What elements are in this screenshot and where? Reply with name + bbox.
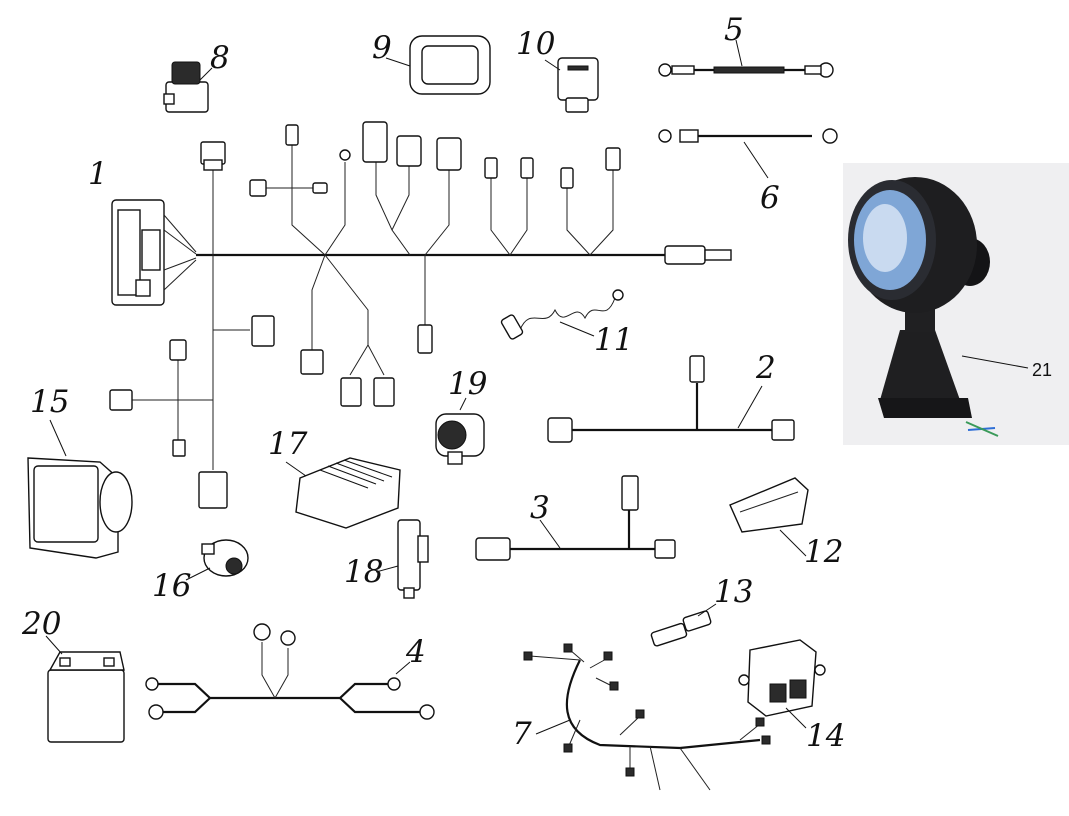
part-4-battery-cable	[145, 623, 435, 720]
callout-11: 11	[594, 322, 633, 358]
part-8-relay	[163, 61, 213, 113]
callout-20: 20	[21, 606, 61, 642]
callout-18: 18	[344, 554, 383, 590]
part-18-sensor	[375, 519, 429, 599]
callout-14: 14	[806, 718, 845, 754]
part-13-oxygen-sensor	[650, 603, 717, 647]
part-19-power-outlet	[435, 397, 485, 465]
callout-10: 10	[516, 26, 555, 62]
part-10-sensor-module	[544, 57, 599, 113]
part-9-display-frame	[385, 35, 491, 95]
callout-16: 16	[152, 568, 191, 604]
part-17-voltage-regulator	[285, 457, 401, 529]
main-wiring-harness	[109, 121, 732, 509]
callout-2: 2	[755, 350, 776, 386]
callout-13: 13	[714, 574, 753, 610]
part-3-harness	[475, 475, 676, 561]
callout-1: 1	[88, 156, 108, 192]
part-7-engine-harness	[523, 643, 771, 791]
part-20-battery	[45, 635, 125, 743]
callout-6: 6	[760, 180, 780, 216]
part-12-lamp-lens	[729, 477, 809, 557]
callout-19: 19	[448, 366, 487, 402]
part-16-ignition-switch	[185, 539, 249, 581]
callout-8: 8	[210, 40, 230, 76]
callout-3: 3	[530, 490, 550, 526]
part-2-harness	[547, 355, 795, 443]
callout-labels: 1 2 3 4 5 6 7 8 9 10 11 12 13 14 15 16 1…	[21, 12, 1052, 754]
callout-9: 9	[372, 30, 392, 66]
part-11-coil-cord	[500, 289, 624, 340]
callout-5: 5	[724, 12, 744, 48]
callout-7: 7	[512, 716, 532, 752]
part-14-ecu	[738, 639, 826, 729]
part-6-cable	[658, 128, 838, 179]
callout-15: 15	[30, 384, 69, 420]
part-15-headlight	[27, 419, 133, 559]
part-5-cable	[658, 39, 834, 78]
callout-21: 21	[1032, 360, 1052, 380]
callout-4: 4	[405, 634, 426, 670]
part-21-lamp-photo	[843, 163, 1069, 445]
callout-17: 17	[268, 426, 308, 462]
callout-12: 12	[804, 534, 843, 570]
